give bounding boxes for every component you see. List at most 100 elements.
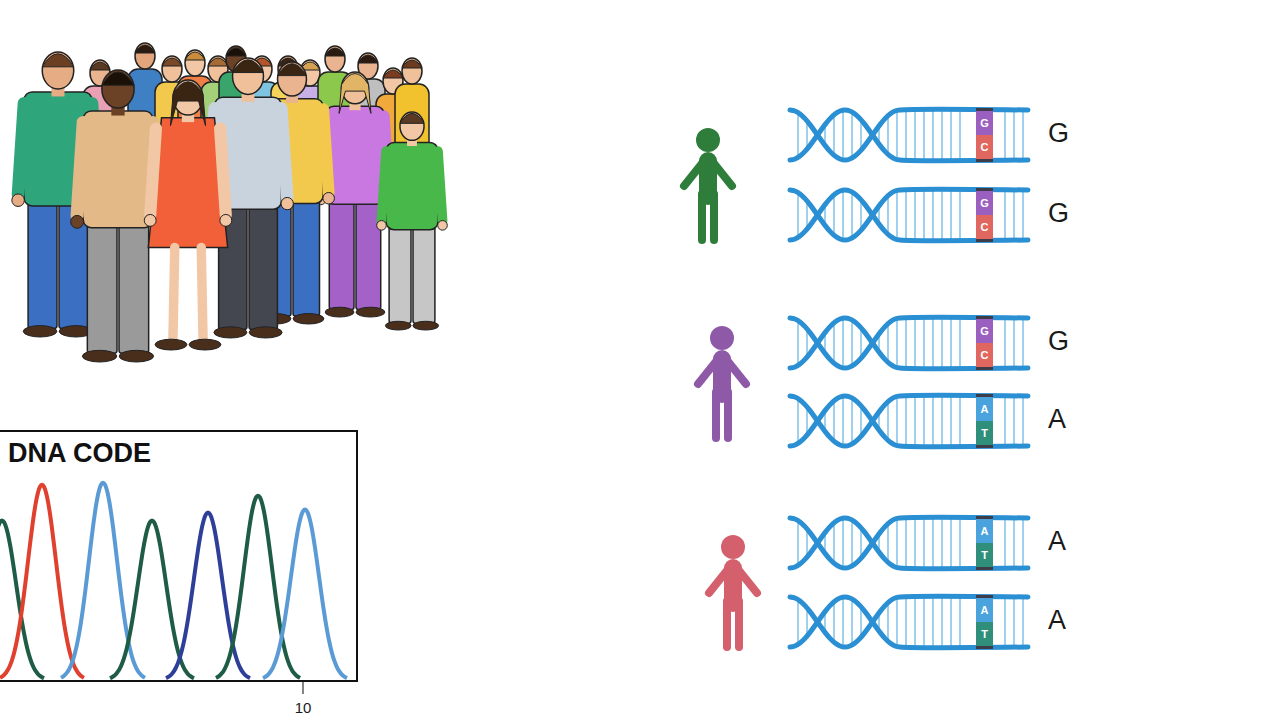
helix-rung xyxy=(896,597,898,646)
hair xyxy=(383,70,403,78)
arm xyxy=(438,151,443,221)
arm xyxy=(381,151,386,221)
base-letter: G xyxy=(976,191,993,215)
base-letter: T xyxy=(976,622,993,646)
helix-rung xyxy=(941,110,943,160)
shoe xyxy=(325,307,354,317)
foreground-person xyxy=(377,112,448,330)
hand xyxy=(71,215,84,228)
icon-limb xyxy=(698,194,706,240)
helix-rung xyxy=(914,518,916,568)
base-pair-rung: AT xyxy=(976,516,993,570)
helix-rung xyxy=(896,396,898,445)
dna-helix xyxy=(790,395,1028,446)
helix-rung xyxy=(851,112,853,158)
helix-rung xyxy=(833,323,835,363)
helix-strand xyxy=(790,517,1028,568)
hand xyxy=(12,194,25,207)
crowd-illustration xyxy=(12,43,447,362)
helix-rung xyxy=(833,602,835,642)
dna-helix xyxy=(790,189,1028,240)
helix-rung xyxy=(1022,396,1024,446)
dress xyxy=(148,118,227,248)
shoe xyxy=(189,339,221,350)
icon-limb xyxy=(710,194,718,240)
hair xyxy=(358,55,378,63)
leg xyxy=(87,216,117,353)
leg xyxy=(28,195,57,329)
helix-rung xyxy=(932,318,934,368)
helix-rung xyxy=(1004,318,1006,368)
helix-rung xyxy=(932,518,934,568)
foreground-person xyxy=(71,70,166,362)
helix-rung xyxy=(896,110,898,159)
dna-helix xyxy=(790,317,1028,368)
helix-rung xyxy=(905,518,907,568)
arm xyxy=(150,129,156,215)
base-letter: T xyxy=(976,543,993,567)
leg xyxy=(413,221,435,323)
allele-letter: G xyxy=(1048,327,1069,357)
trace-peak xyxy=(0,485,84,678)
helix-rung xyxy=(1022,110,1024,160)
helix-rung xyxy=(1022,318,1024,368)
axis-tick xyxy=(302,682,303,694)
leg xyxy=(201,247,203,342)
helix-rung xyxy=(1013,597,1015,647)
helix-strand xyxy=(790,190,1028,241)
helix-rung xyxy=(1022,597,1024,647)
helix-rung xyxy=(914,396,916,446)
helix-rung xyxy=(887,524,889,563)
helix-rung xyxy=(959,110,961,160)
helix-rung xyxy=(1004,396,1006,446)
helix-rung xyxy=(950,518,952,568)
leg xyxy=(119,216,149,353)
chart-title: DNA CODE xyxy=(0,432,356,469)
base-letter: G xyxy=(976,319,993,343)
dna-helix xyxy=(790,596,1028,647)
helix-rung xyxy=(923,396,925,446)
helix-rung xyxy=(950,318,952,368)
icon-limb xyxy=(709,568,729,593)
trace-peak xyxy=(216,496,300,678)
base-letter: G xyxy=(976,111,993,135)
dna-helix xyxy=(790,517,1028,568)
helix-rung xyxy=(1004,110,1006,160)
helix-rung xyxy=(887,402,889,441)
trace-peak xyxy=(166,513,250,679)
icon-limb xyxy=(723,601,731,647)
foreground-person xyxy=(144,80,231,350)
helix-rung xyxy=(851,320,853,366)
hand xyxy=(220,214,232,226)
helix-rung xyxy=(896,190,898,239)
hair xyxy=(135,45,155,53)
helix-rung xyxy=(950,190,952,240)
shoe xyxy=(293,314,324,324)
helix-rung xyxy=(923,597,925,647)
leg xyxy=(389,221,411,323)
hair xyxy=(208,58,228,66)
arm xyxy=(220,129,226,215)
helix-rung xyxy=(932,110,934,160)
base-letter: A xyxy=(976,519,993,543)
helix-rung xyxy=(797,113,799,158)
helix-rung xyxy=(887,196,889,235)
arm xyxy=(77,123,83,216)
helix-strand xyxy=(790,318,1028,369)
torso xyxy=(326,106,384,204)
icon-limb xyxy=(684,161,704,186)
person-icon xyxy=(709,535,757,647)
base-letter: C xyxy=(976,215,993,239)
helix-rung xyxy=(905,318,907,368)
helix-rung xyxy=(950,396,952,446)
helix-rung xyxy=(923,190,925,240)
base-pair-rung: GC xyxy=(976,316,993,370)
helix-rung xyxy=(842,518,844,568)
icon-limb xyxy=(726,359,746,384)
hand xyxy=(281,197,293,209)
leg xyxy=(173,247,175,342)
leg xyxy=(356,195,381,310)
helix-rung xyxy=(905,396,907,446)
base-letter: T xyxy=(976,421,993,445)
helix-rung xyxy=(923,318,925,368)
